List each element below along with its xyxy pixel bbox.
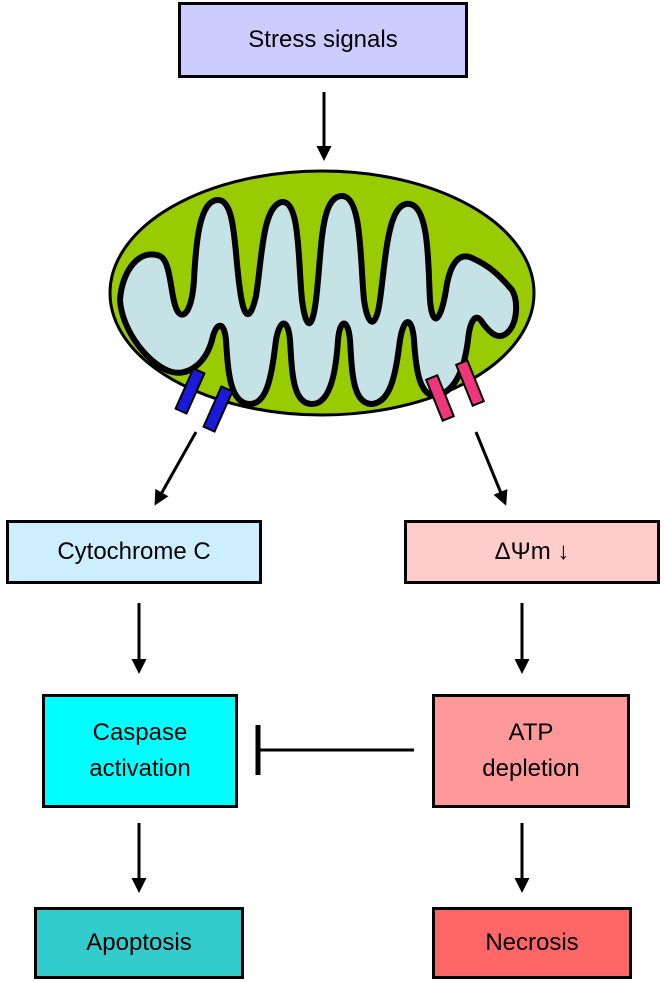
node-delta-psi-m-label: ΔΨm ↓ [494,538,570,565]
node-cytochrome-c-label: Cytochrome C [57,538,211,565]
node-delta-psi-m: ΔΨm ↓ [404,520,660,584]
mitochondrion-right-channel [424,359,486,422]
node-caspase-activation-label: Caspase activation [89,719,191,782]
node-atp-depletion: ATP depletion [432,694,630,808]
arrow-mitochondrion-to-dpsi [474,431,508,506]
channel-right-part-2 [454,359,486,407]
channel-left-part-2 [202,385,234,433]
node-apoptosis-label: Apoptosis [86,929,192,956]
channel-right-part-1 [424,374,456,422]
node-caspase-activation: Caspase activation [42,694,238,808]
node-necrosis-label: Necrosis [485,929,579,956]
channel-left-part-1 [174,367,206,415]
mitochondrion-inner-membrane-cristae [117,193,520,407]
node-stress-signals-label: Stress signals [248,26,398,53]
arrow-mitochondrion-to-cytochrome [154,431,198,506]
node-stress-signals: Stress signals [178,2,468,78]
mitochondrion [108,169,536,433]
node-atp-depletion-label: ATP depletion [482,719,580,782]
node-cytochrome-c: Cytochrome C [6,520,262,584]
mitochondrion-left-channel [174,367,234,433]
node-apoptosis: Apoptosis [34,907,244,979]
node-necrosis: Necrosis [432,907,632,979]
inhibition-atp-to-caspase [255,725,414,775]
